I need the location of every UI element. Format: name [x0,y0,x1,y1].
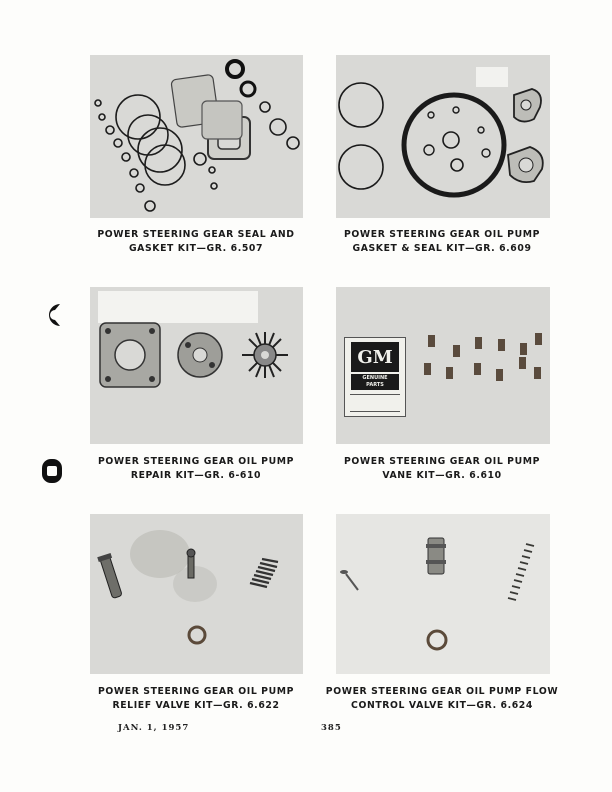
caption-line2: VANE KIT—GR. 6.610 [382,470,502,481]
caption-line2: GASKET & SEAL KIT—GR. 6.609 [352,243,532,254]
gasket-seal-parts-illustration [338,67,544,198]
gm-parts-package: GM GENUINE PARTS [344,337,406,417]
binder-tab-square-icon [42,459,62,483]
caption-flow-control-valve-kit: POWER STEERING GEAR OIL PUMP FLOW CONTRO… [312,685,572,713]
seal-gasket-parts-illustration [94,59,300,212]
relief-valve-parts-illustration [97,530,279,645]
photo-gasket-seal-kit [336,55,550,218]
repair-kit-parts-illustration [98,291,288,388]
gm-logo: GM [351,342,399,372]
caption-line1: POWER STEERING GEAR OIL PUMP [343,229,541,240]
gm-logo-text: GM [357,346,393,368]
package-line2: PARTS [366,382,384,388]
photo-seal-gasket-kit [90,55,303,218]
caption-line2: RELIEF VALVE KIT—GR. 6.622 [112,700,280,711]
caption-line2: REPAIR KIT—GR. 6-610 [130,470,262,481]
caption-seal-gasket-kit: POWER STEERING GEAR SEAL AND GASKET KIT—… [66,228,326,256]
footer-date: JAN. 1, 1957 [118,723,190,733]
photo-vane-kit: GM GENUINE PARTS [336,287,550,444]
caption-line1: POWER STEERING GEAR OIL PUMP [97,456,295,467]
package-fine-print [350,394,400,412]
caption-repair-kit: POWER STEERING GEAR OIL PUMP REPAIR KIT—… [66,455,326,483]
package-line1: GENUINE [362,375,388,381]
caption-line1: POWER STEERING GEAR SEAL AND [97,229,295,240]
flow-control-valve-parts-illustration [340,537,535,651]
caption-line2: GASKET KIT—GR. 6.507 [128,243,264,254]
footer-page-number: 385 [321,723,342,733]
caption-vane-kit: POWER STEERING GEAR OIL PUMP VANE KIT—GR… [312,455,572,483]
caption-line1: POWER STEERING GEAR OIL PUMP [97,686,295,697]
photo-repair-kit [90,287,303,444]
caption-relief-valve-kit: POWER STEERING GEAR OIL PUMP RELIEF VALV… [66,685,326,713]
caption-line1: POWER STEERING GEAR OIL PUMP FLOW [325,686,559,697]
binder-tab-c-icon [49,304,60,326]
photo-relief-valve-kit [90,514,303,674]
caption-line2: CONTROL VALVE KIT—GR. 6.624 [351,700,533,711]
package-label: GENUINE PARTS [351,374,399,390]
photo-flow-control-valve-kit [336,514,550,674]
caption-gasket-seal-kit: POWER STEERING GEAR OIL PUMP GASKET & SE… [312,228,572,256]
caption-line1: POWER STEERING GEAR OIL PUMP [343,456,541,467]
